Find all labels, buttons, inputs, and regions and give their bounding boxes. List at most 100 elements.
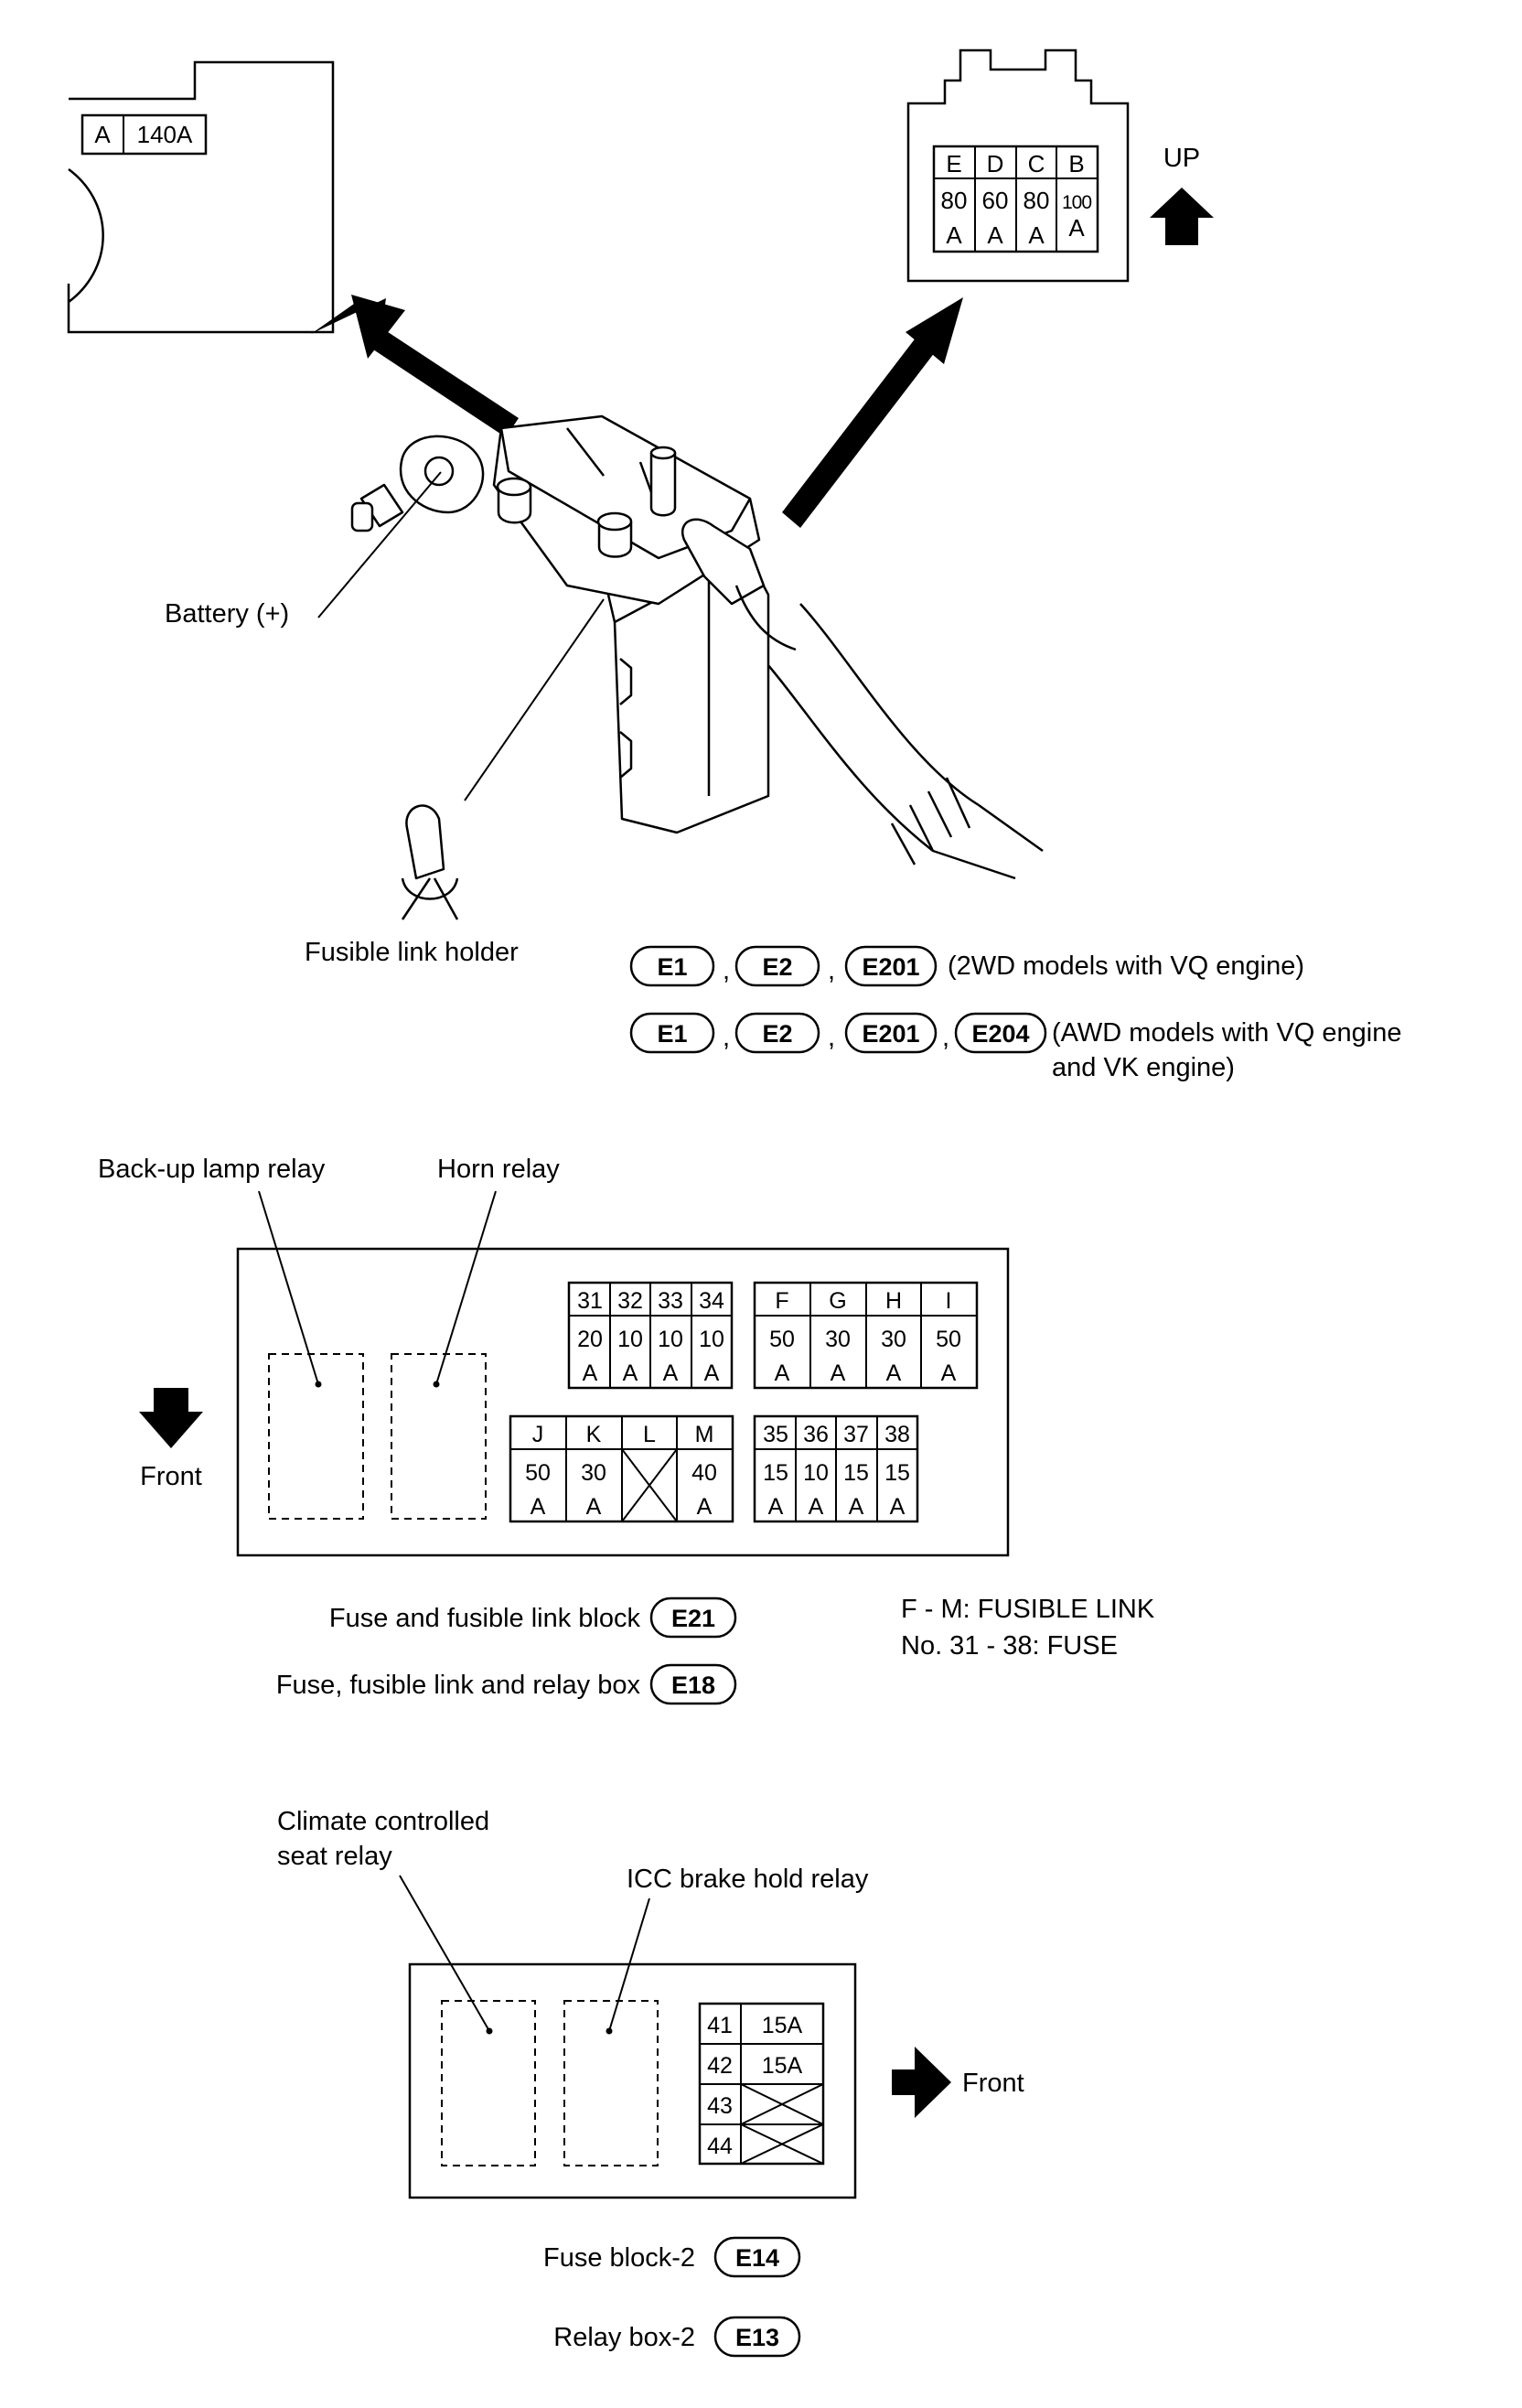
separator: , xyxy=(723,1023,730,1052)
battery-fusible-link-illustration xyxy=(350,414,1044,920)
fuse-unit: A xyxy=(849,1494,864,1520)
arrow-to-connector xyxy=(782,325,944,528)
front-label: Front xyxy=(140,1462,202,1491)
link-letter: G xyxy=(829,1288,846,1314)
row2-note-line1: (AWD models with VQ engine xyxy=(1052,1018,1402,1048)
connector-rating-e: 80 xyxy=(941,187,968,214)
connector-letter-d: D xyxy=(987,150,1004,177)
connector-row-2wd: E1 , E2 , E201 (2WD models with VQ engin… xyxy=(629,945,1304,987)
link-unit: A xyxy=(586,1494,602,1520)
fuse-unit: A xyxy=(583,1360,598,1386)
fuse-rating: 15 xyxy=(763,1460,788,1486)
link-unit: A xyxy=(941,1360,957,1386)
backup-lamp-relay-label: Back-up lamp relay xyxy=(98,1155,326,1184)
fuse-rating: 15 xyxy=(884,1460,910,1486)
link-unit: A xyxy=(886,1360,902,1386)
fuse-number: 43 xyxy=(707,2093,733,2119)
connector-unit-d: A xyxy=(987,221,1003,249)
link-letter: M xyxy=(695,1422,714,1447)
caption-fuse-block-2: Fuse block-2 xyxy=(543,2243,695,2273)
up-arrow-icon xyxy=(1150,188,1214,245)
link-unit: A xyxy=(831,1360,846,1386)
fuse-rating: 10 xyxy=(803,1460,829,1486)
connector-pill: E2 xyxy=(762,953,792,981)
fuse-rating: 10 xyxy=(699,1327,724,1352)
connector-pill: E201 xyxy=(862,953,919,981)
link-letter: K xyxy=(586,1422,602,1447)
legend-fusible-link: F - M: FUSIBLE LINK xyxy=(901,1595,1155,1624)
connector-pill-e18: E18 xyxy=(671,1672,715,1699)
link-rating: 30 xyxy=(881,1327,906,1352)
fusible-link-block-j-m: J K L M 50 30 40 A A A xyxy=(509,1414,734,1523)
climate-relay-label-line1: Climate controlled xyxy=(277,1807,489,1836)
fuse-unit: A xyxy=(623,1360,638,1386)
link-rating: 50 xyxy=(525,1460,551,1486)
link-letter: F xyxy=(775,1288,788,1314)
link-unit: A xyxy=(531,1494,546,1520)
fuse-rating: 10 xyxy=(617,1327,643,1352)
connector-unit-b: A xyxy=(1068,214,1085,242)
row1-note: (2WD models with VQ engine) xyxy=(948,951,1304,981)
connector-pill-e14: E14 xyxy=(735,2244,779,2272)
caption-fuse-relay-box: Fuse, fusible link and relay box xyxy=(276,1671,641,1700)
fuse-number: 38 xyxy=(884,1422,910,1447)
link-letter: I xyxy=(946,1288,952,1314)
backup-lamp-relay-slot xyxy=(268,1353,364,1520)
fusible-link-connector-callout: E D C B 80 60 80 100 A A A A xyxy=(906,48,1130,283)
link-letter: J xyxy=(532,1422,544,1447)
icc-brake-hold-relay-label: ICC brake hold relay xyxy=(627,1865,869,1894)
caption-fuse-link-block: Fuse and fusible link block xyxy=(329,1604,641,1633)
connector-pill: E201 xyxy=(862,1020,919,1048)
connector-rating-c: 80 xyxy=(1024,187,1050,214)
fuse-number: 32 xyxy=(617,1288,643,1314)
fuse-unit: A xyxy=(704,1360,720,1386)
separator: , xyxy=(828,956,835,985)
connector-row-awd: E1 , E2 , E201 , E204 (AWD models with V… xyxy=(629,1012,1402,1082)
link-letter: L xyxy=(643,1422,656,1447)
up-label: UP xyxy=(1163,144,1200,173)
separator: , xyxy=(723,956,730,985)
fuse-number: 44 xyxy=(707,2134,733,2159)
connector-rating-d: 60 xyxy=(982,187,1009,214)
fuse-number: 42 xyxy=(707,2053,733,2079)
climate-seat-relay-slot xyxy=(441,2000,536,2166)
connector-pill-e13: E13 xyxy=(735,2324,779,2351)
fuse-rating: 15A xyxy=(762,2013,803,2038)
fuse-block-41-44: 41 15A 42 15A 43 44 xyxy=(698,2002,825,2166)
fuse-block-31-34: 31 32 33 34 20 10 10 10 A A A A xyxy=(567,1281,734,1390)
fusible-link-block-f-i: F G H I 50 30 30 50 A A A A xyxy=(753,1281,979,1390)
row2-note-line2: and VK engine) xyxy=(1052,1053,1235,1082)
fuse-relay-box-outline xyxy=(236,1247,1010,1557)
link-a-letter: A xyxy=(94,121,111,148)
connector-letter-c: C xyxy=(1028,150,1045,177)
fusible-link-holder-label: Fusible link holder xyxy=(305,938,519,967)
climate-relay-label-line2: seat relay xyxy=(277,1842,392,1871)
fuse-number: 36 xyxy=(803,1422,829,1447)
front-arrow-down-icon xyxy=(139,1388,203,1448)
front-label-bottom: Front xyxy=(962,2069,1024,2098)
link-rating: 50 xyxy=(936,1327,961,1352)
legend-fuse: No. 31 - 38: FUSE xyxy=(901,1631,1118,1661)
fuse-number: 37 xyxy=(843,1422,869,1447)
connector-letter-e: E xyxy=(946,150,961,177)
relay-box-2-outline xyxy=(408,1962,857,2199)
link-letter: H xyxy=(885,1288,902,1314)
connector-pill: E2 xyxy=(762,1020,792,1048)
fuse-unit: A xyxy=(890,1494,906,1520)
battery-label: Battery (+) xyxy=(165,599,289,629)
fuse-rating: 20 xyxy=(577,1327,603,1352)
fuse-rating: 10 xyxy=(658,1327,683,1352)
link-unit: A xyxy=(775,1360,790,1386)
caption-relay-box-2: Relay box-2 xyxy=(553,2323,695,2352)
front-arrow-right-icon xyxy=(892,2047,951,2118)
connector-pill-e21: E21 xyxy=(671,1605,715,1632)
link-rating: 40 xyxy=(691,1460,717,1486)
connector-pill: E204 xyxy=(971,1020,1029,1048)
horn-relay-label: Horn relay xyxy=(437,1155,560,1184)
link-rating: 30 xyxy=(825,1327,851,1352)
link-unit: A xyxy=(697,1494,713,1520)
fuse-unit: A xyxy=(663,1360,679,1386)
separator: , xyxy=(828,1023,835,1052)
fuse-number: 35 xyxy=(763,1422,788,1447)
fuse-rating: 15A xyxy=(762,2053,803,2079)
